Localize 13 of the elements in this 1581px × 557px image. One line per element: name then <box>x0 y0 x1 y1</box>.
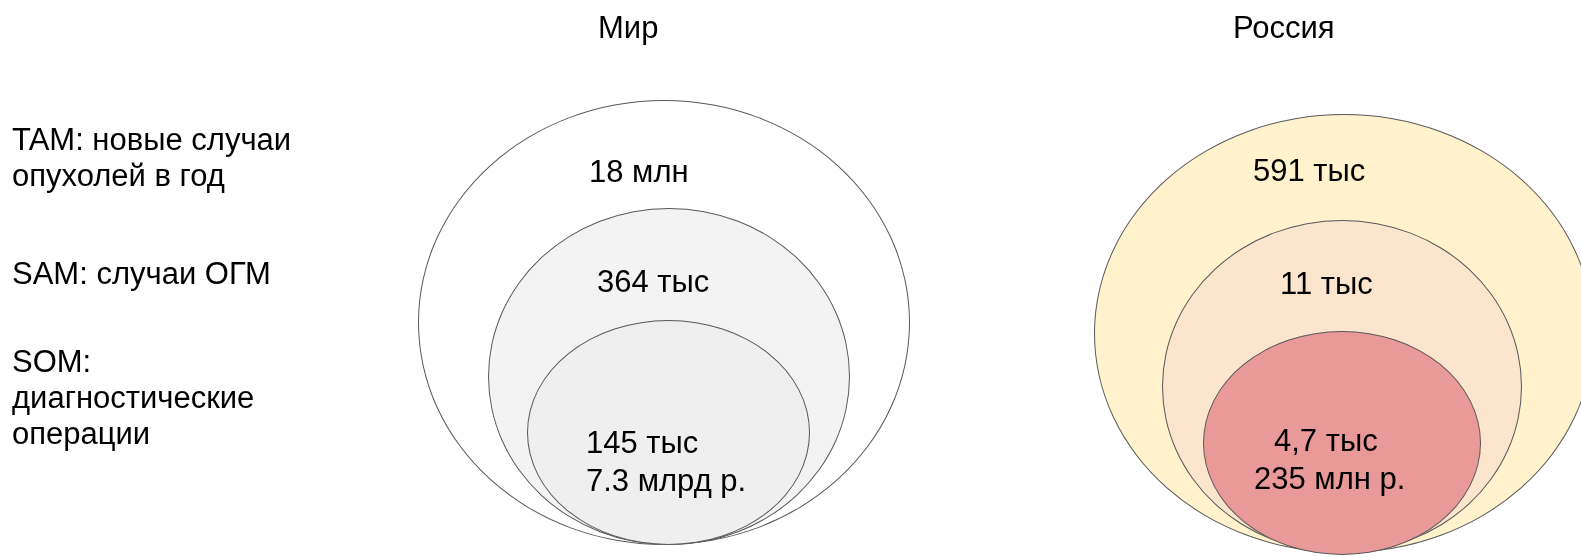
value-label: 7.3 млрд р. <box>586 463 747 499</box>
value-label: 4,7 тыс <box>1274 423 1378 459</box>
market-definition: SOM: диагностические операции <box>12 344 256 452</box>
region-heading: Мир <box>598 10 659 46</box>
value-label: 235 млн р. <box>1254 461 1406 497</box>
region-heading: Россия <box>1233 10 1335 46</box>
market-definition: TAM: новые случаи опухолей в год <box>12 122 293 194</box>
value-label: 145 тыс <box>586 425 699 461</box>
value-label: 364 тыс <box>597 264 710 300</box>
value-label: 11 тыс <box>1280 266 1373 302</box>
value-label: 591 тыс <box>1253 153 1366 189</box>
value-label: 18 млн <box>589 154 689 190</box>
market-definition: SAM: случаи ОГМ <box>12 256 272 292</box>
